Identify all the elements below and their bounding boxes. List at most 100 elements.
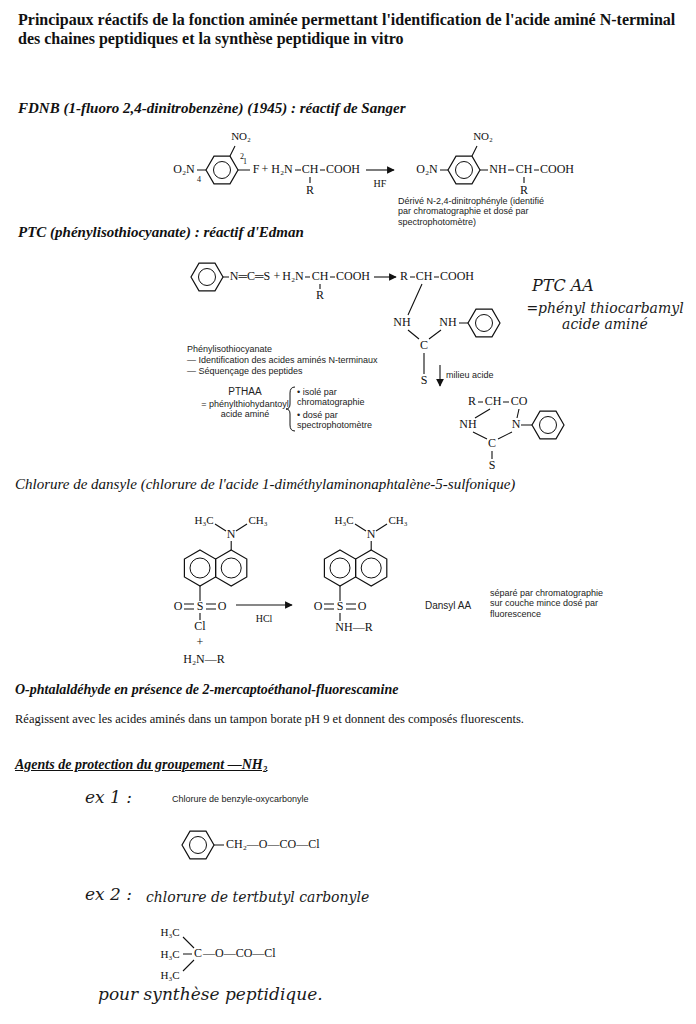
body-text: Réagissent avec les acides aminés dans u…: [15, 712, 685, 726]
section-heading: O-phtalaldéhyde en présence de 2-mercapt…: [15, 682, 398, 698]
atom-label: R: [306, 184, 314, 198]
benzene-ring: [191, 263, 223, 291]
atom-label: CH₂—O—CO—Cl: [226, 838, 320, 852]
note-text: — Séquençage des peptides: [187, 366, 303, 376]
atom-label: COOH: [540, 163, 574, 177]
atom-label: N: [367, 528, 376, 542]
note-text: milieu acide: [446, 370, 494, 380]
atom-label: +: [197, 636, 204, 650]
atom-label: H₃C: [160, 926, 179, 939]
atom-label: O: [358, 600, 367, 614]
atom-label: H₃C: [160, 948, 179, 961]
reaction-arrow: [374, 276, 396, 277]
note-text: • isolé par chromatographie: [297, 387, 377, 408]
atom-label: NH: [393, 316, 410, 330]
section-heading: FDNB (1-fluoro 2,4-dinitrobenzène) (1945…: [18, 100, 405, 117]
note-text: • dosé par spectrophotomètre: [297, 410, 385, 431]
section-heading: PTC (phénylisothiocyanate) : réactif d'E…: [18, 224, 304, 241]
naphthalene-ring: [184, 550, 386, 586]
atom-label: 1: [243, 157, 247, 166]
atom-label: N: [227, 528, 236, 542]
handwritten-note: ex 1 :: [85, 788, 132, 808]
note-text: Phénylisothiocyanate: [187, 344, 272, 354]
atom-label: C: [420, 339, 428, 353]
naphthalene-ring: [324, 550, 355, 586]
note-text: Dansyl AA: [425, 600, 471, 612]
atom-label: COOH: [336, 270, 370, 284]
atom-label: Cl: [194, 620, 205, 634]
atom-label: CH: [516, 163, 533, 177]
atom-label: CH: [302, 163, 319, 177]
atom-label: COOH: [326, 163, 360, 177]
atom-label: S: [337, 600, 344, 614]
atom-label: O₂N: [173, 163, 195, 177]
atom-label: H₃C: [160, 969, 179, 982]
note-text: séparé par chromatographie sur couche mi…: [490, 588, 612, 619]
atom-label: NH: [489, 163, 506, 177]
atom-label: R: [520, 184, 528, 198]
atom-label: R: [316, 289, 324, 303]
note-text: = phénylthiohydantoyl acide aminé: [200, 399, 290, 420]
atom-label: +: [262, 163, 269, 177]
handwritten-note: pour synthèse peptidique.: [98, 985, 323, 1005]
atom-label: S: [197, 600, 204, 614]
page-title: Principaux réactifs de la fonction aminé…: [18, 10, 680, 48]
atom-label: N: [512, 418, 521, 432]
note-text: — Identification des acides aminés N-ter…: [187, 355, 378, 365]
atom-label: O: [174, 600, 183, 614]
atom-label: CO: [511, 395, 528, 409]
atom-label: NH—R: [335, 621, 372, 635]
atom-label: COOH: [440, 270, 474, 284]
reaction-arrow: [439, 365, 440, 386]
benzene-ring: [206, 156, 238, 184]
atom-label: S: [421, 374, 428, 388]
benzene-ring: [468, 309, 500, 337]
atom-label: H₂N—R: [183, 653, 225, 667]
reaction-arrow: [366, 169, 394, 170]
atom-label: —O—CO—Cl: [203, 947, 276, 961]
section-heading: Chlorure de dansyle (chlorure de l'acide…: [15, 476, 515, 493]
atom-label: N═C═S: [230, 270, 270, 284]
atom-label: NO₂: [473, 130, 493, 143]
atom-label: O₂N: [416, 163, 438, 177]
atom-label: H₃C: [194, 514, 213, 527]
benzene-ring: [448, 156, 480, 184]
atom-label: 4: [197, 175, 201, 184]
chemical-bond: [183, 146, 539, 971]
atom-label: NH: [459, 418, 476, 432]
atom-label: CH: [312, 270, 329, 284]
benzene-ring: [182, 156, 564, 859]
atom-label: HCl: [256, 613, 273, 625]
atom-label: CH₃: [248, 514, 267, 527]
handwritten-note: PTC AA: [532, 277, 594, 295]
note-text: Dérivé N-2,4-dinitrophényle (identifié p…: [398, 196, 550, 227]
atom-label: H₃C: [334, 514, 353, 527]
atom-label: O: [314, 600, 323, 614]
atom-label: HF: [374, 178, 387, 190]
atom-label: +: [274, 270, 281, 284]
atom-label: NO₂: [231, 130, 251, 143]
atom-label: C: [488, 437, 496, 451]
benzene-ring: [532, 411, 564, 439]
atom-label: O: [218, 600, 227, 614]
atom-label: H₂N: [271, 163, 293, 177]
atom-label: S: [489, 459, 496, 473]
handwritten-note: chlorure de tertbutyl carbonyle: [146, 889, 369, 905]
atom-label: NH: [439, 316, 456, 330]
naphthalene-ring: [184, 550, 215, 586]
handwritten-note: ex 2 :: [85, 885, 132, 905]
atom-label: C: [194, 947, 202, 961]
atom-label: CH: [416, 270, 433, 284]
note-text: PTHAA: [228, 386, 261, 398]
atom-label: R: [400, 270, 408, 284]
atom-label: R: [468, 395, 476, 409]
naphthalene-ring: [216, 550, 247, 586]
atom-label: CH: [485, 395, 502, 409]
note-text: Chlorure de benzyle-oxycarbonyle: [172, 794, 309, 804]
naphthalene-ring: [356, 550, 387, 586]
atom-label: F: [253, 163, 260, 177]
handwritten-note: =phényl thiocarbamyl acide aminé: [520, 300, 690, 332]
reaction-arrow: [236, 604, 292, 605]
